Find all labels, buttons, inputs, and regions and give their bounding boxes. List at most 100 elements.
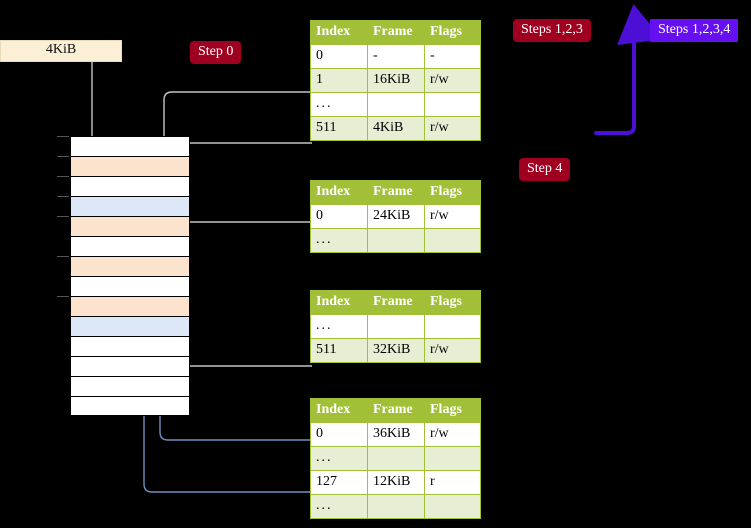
memory-frame-row [70,156,190,176]
memory-frame-row [70,196,190,216]
table-cell: 4KiB [367,116,425,141]
table-cell: 0 [310,44,368,69]
column-header: Frame [367,20,425,45]
table-cell: r/w [424,116,481,141]
table-cell [367,228,425,253]
table-cell: - [424,44,481,69]
column-header: Flags [424,20,481,45]
table-cell: 16KiB [367,68,425,93]
memory-frame-tick [57,256,69,257]
table-cell: ... [310,228,368,253]
memory-frame-row [70,356,190,376]
table-cell [424,314,481,339]
table-cell: ... [310,314,368,339]
physical-memory-grid [57,136,190,416]
table-row: 0-- [310,44,481,69]
column-header: Flags [424,180,481,205]
table-row: ... [310,228,481,253]
table-cell [424,494,481,519]
memory-frame-tick [57,216,69,217]
table-cell [424,446,481,471]
table-row: ... [310,446,481,471]
step-4-badge: Step 4 [519,158,571,181]
memory-frame-row [70,256,190,276]
table-cell: 511 [310,338,368,363]
memory-frame-row [70,316,190,336]
table-cell: 36KiB [367,422,425,447]
table-cell: r/w [424,338,481,363]
table-cell [367,314,425,339]
memory-frame-tick [57,136,69,137]
column-header: Flags [424,398,481,423]
table-cell: 1 [310,68,368,93]
column-header: Frame [367,180,425,205]
memory-frame-tick [57,156,69,157]
memory-block-4kib: 4KiB [0,40,122,62]
table-cell: 0 [310,422,368,447]
step-4-label: Step 4 [527,161,563,176]
column-header: Frame [367,398,425,423]
table-cell: - [367,44,425,69]
memory-frame-tick [57,296,69,297]
step-0-label: Step 0 [198,44,234,59]
table-cell: 0 [310,204,368,229]
memory-frame-row [70,276,190,296]
table-cell: 511 [310,116,368,141]
memory-frame-row [70,376,190,396]
table-cell: ... [310,92,368,117]
memory-frame-row [70,296,190,316]
table-cell: r/w [424,68,481,93]
table-cell: ... [310,494,368,519]
steps-123-badge: Steps 1,2,3 [513,19,591,42]
memory-frame-row [70,136,190,156]
table-cell: r/w [424,204,481,229]
table-cell: r/w [424,422,481,447]
table-cell [367,92,425,117]
table-cell [367,446,425,471]
table-cell: 32KiB [367,338,425,363]
table-cell: r [424,470,481,495]
table-cell [424,228,481,253]
step-0-badge: Step 0 [190,41,242,64]
column-header: Flags [424,290,481,315]
column-header: Frame [367,290,425,315]
table-row: ... [310,314,481,339]
steps-123-label: Steps 1,2,3 [521,22,583,37]
memory-frame-row [70,396,190,416]
table-cell: 12KiB [367,470,425,495]
column-header: Index [310,20,368,45]
memory-frame-tick [57,196,69,197]
memory-frame-row [70,236,190,256]
table-row: ... [310,92,481,117]
table-row: ... [310,494,481,519]
memory-frame-row [70,176,190,196]
column-header: Index [310,180,368,205]
table-cell: 24KiB [367,204,425,229]
table-cell: ... [310,446,368,471]
column-header: Index [310,290,368,315]
memory-frame-tick [57,176,69,177]
steps-1234-label: Steps 1,2,3,4 [658,22,731,37]
memory-block-label: 4KiB [45,42,77,57]
memory-frame-row [70,216,190,236]
table-cell: 127 [310,470,368,495]
table-cell [424,92,481,117]
memory-frame-row [70,336,190,356]
table-cell [367,494,425,519]
column-header: Index [310,398,368,423]
